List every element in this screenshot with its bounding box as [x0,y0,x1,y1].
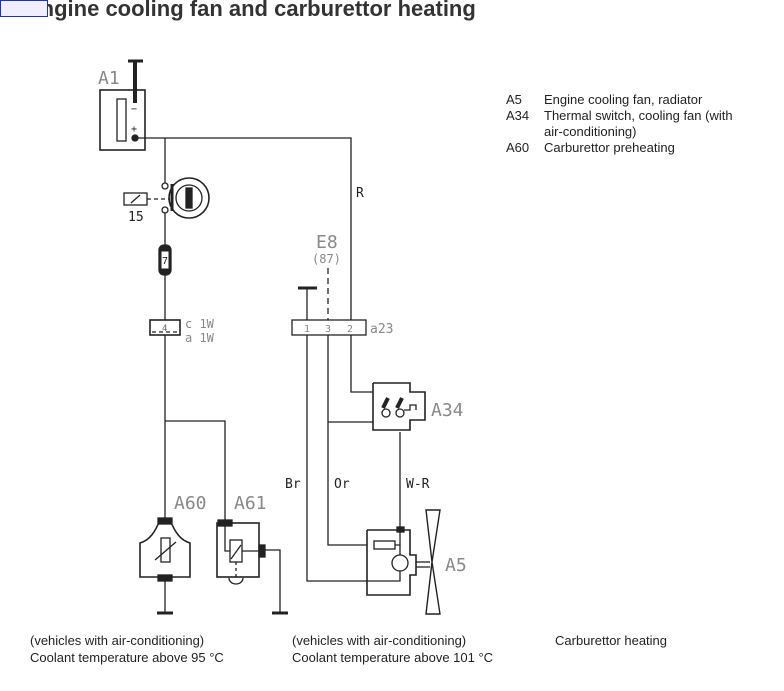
caption-line: (vehicles with air-conditioning) [292,633,467,648]
caption-line: Coolant temperature above 101 °C [292,650,494,665]
fuse-label: 7 [162,256,168,267]
cooling-fan-a5: A5 [366,509,467,615]
legend-code: A60 [506,140,530,155]
connector-a23: 1 3 2 a23 [291,319,393,337]
legend-item: A60 Carburettor preheating [506,140,754,156]
wire-label-br: Br [285,477,301,492]
a23-pin-2: 2 [347,324,353,335]
a1-label: A1 [98,68,120,89]
minus-label: − [131,104,137,115]
a23-label: a23 [370,322,393,337]
caption-carb-heating: Carburettor heating [555,632,667,649]
caption-a61: (vehicles with air-conditioning) Coolant… [30,632,224,666]
connector-1w: 4 c 1W a 1W [149,317,215,345]
connector-c1w-label: c 1W [185,317,215,331]
ground-symbols [157,286,317,615]
wire-label-or: Or [334,477,350,492]
caption-line: Coolant temperature above 95 °C [30,650,224,665]
connector-a1w-label: a 1W [185,331,215,345]
relay-15-label: 15 [128,210,144,225]
page-title: Engine cooling fan and carburettor heati… [26,0,476,21]
legend-desc: Carburettor preheating [544,140,675,155]
caption-line: Carburettor heating [555,633,668,648]
fuse-7: 7 [158,244,172,276]
a23-pin-1: 1 [304,324,310,335]
e8-pin-label: (87) [312,252,341,266]
a23-pin-3: 3 [325,324,331,335]
component-a61: A61 [216,493,267,585]
wires [135,137,401,612]
legend-desc: Engine cooling fan, radiator [544,92,703,107]
component-legend: A5 Engine cooling fan, radiator A34 Therma… [506,92,754,156]
caption-a5: (vehicles with air-conditioning) Coolant… [292,632,493,666]
legend-desc: Thermal switch, cooling fan (with air-co… [544,108,733,139]
legend-item: A34 Thermal switch, cooling fan (with air… [506,108,754,140]
thermal-switch-a34: A34 [372,382,464,431]
a34-label: A34 [431,400,464,421]
battery-a1: A1 − + [98,59,146,151]
carburettor-preheater-a60: A60 [139,493,207,582]
ignition-switch: 15 [123,177,210,225]
connector-pin-label: 4 [162,324,167,334]
legend-code: A5 [506,92,522,107]
e8-label: E8 [316,232,338,253]
wire-label-r: R [356,186,364,201]
legend-item: A5 Engine cooling fan, radiator [506,92,754,108]
wire-label-wr: W-R [406,477,430,492]
a61-label: A61 [234,493,267,514]
legend-code: A34 [506,108,530,123]
a60-label: A60 [174,493,207,514]
plus-label: + [131,124,137,135]
caption-line: (vehicles with air-conditioning) [30,633,205,648]
a5-label: A5 [445,555,467,576]
thumbnail-icon[interactable] [0,0,48,17]
